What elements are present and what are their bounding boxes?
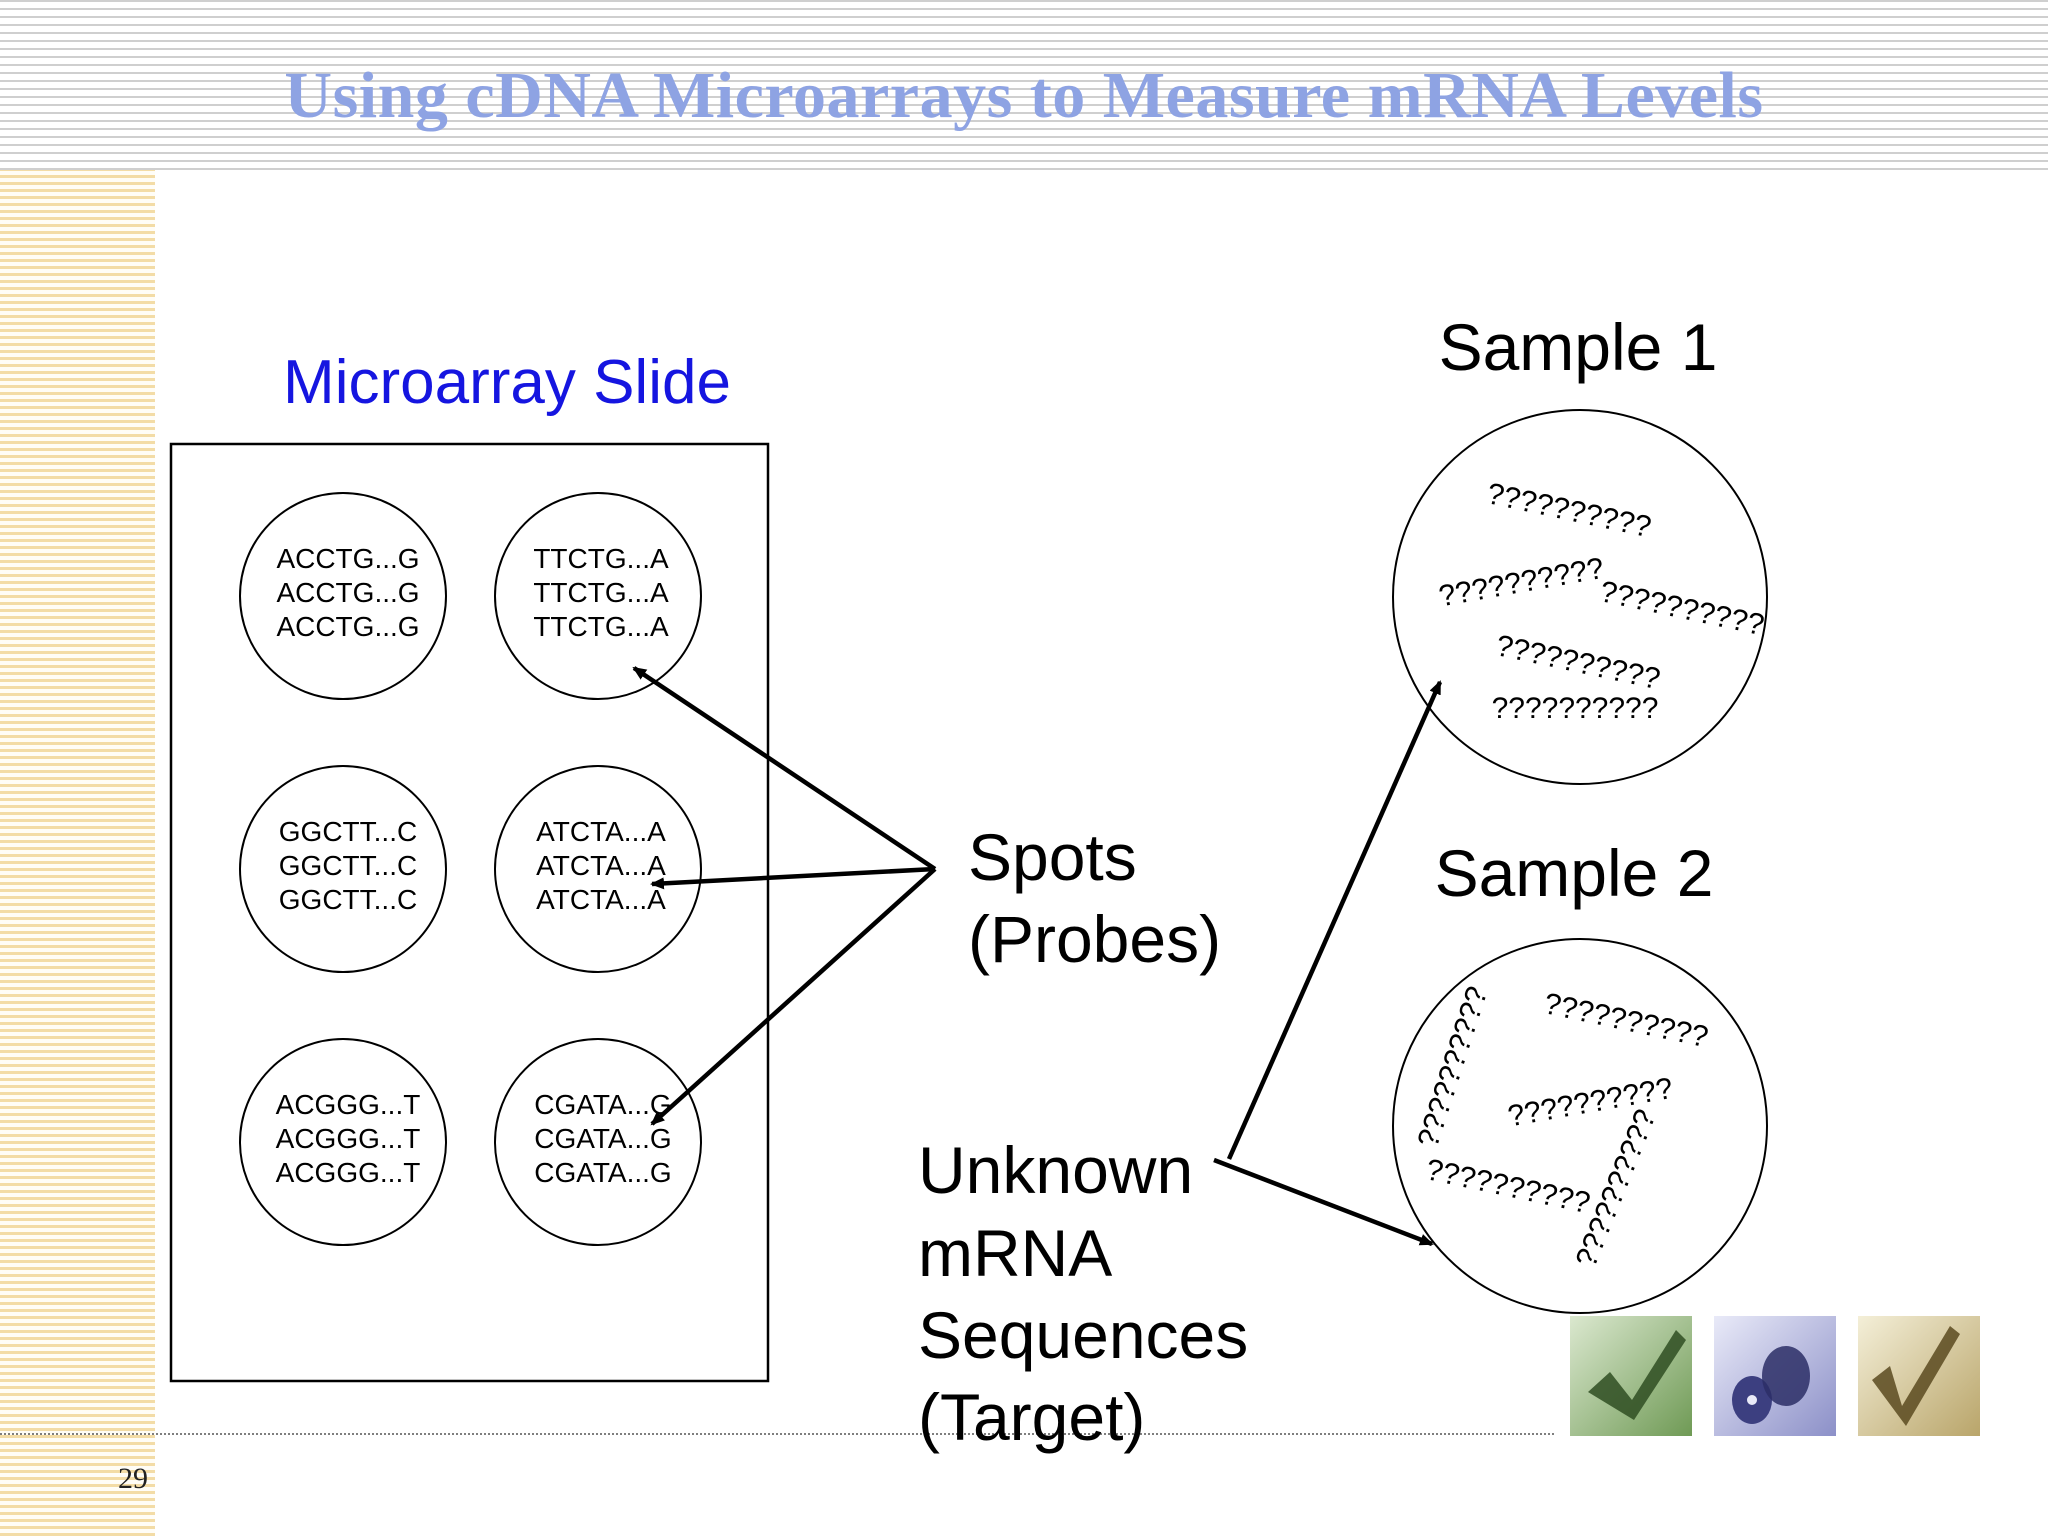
spot-5: CGATA...G CGATA...G CGATA...G xyxy=(494,1038,702,1246)
spot-sequence: ATCTA...A xyxy=(536,884,666,915)
sample-2-label: Sample 2 xyxy=(1435,836,1714,910)
left-stripe-band xyxy=(0,170,155,1536)
spot-sequence: ACGGG...T xyxy=(276,1089,421,1120)
target-arrow xyxy=(1213,1157,1434,1247)
spot-circle xyxy=(494,765,702,973)
spot-circle xyxy=(239,1038,447,1246)
spot-0: ACCTG...G ACCTG...G ACCTG...G xyxy=(239,492,447,700)
microarray-slide-label: Microarray Slide xyxy=(283,348,731,417)
sample-1-label: Sample 1 xyxy=(1439,310,1718,384)
unknown-sequence: ?????????? xyxy=(1492,692,1659,725)
spot-sequence: ACCTG...G xyxy=(276,543,419,574)
target-label-line-2: mRNA xyxy=(918,1216,1112,1290)
spot-circle xyxy=(494,492,702,700)
probe-arrow xyxy=(650,866,936,890)
microarray-slide-frame xyxy=(169,442,770,1383)
blue-disc-photo-icon xyxy=(1714,1316,1836,1436)
spot-2: GGCTT...C GGCTT...C GGCTT...C xyxy=(239,765,447,973)
spot-circle xyxy=(239,492,447,700)
sample-2-circle xyxy=(1392,938,1768,1314)
green-checkmark-photo-icon xyxy=(1570,1316,1692,1436)
spot-sequence: ACGGG...T xyxy=(276,1123,421,1154)
spot-sequence: GGCTT...C xyxy=(279,816,417,847)
page-number: 29 xyxy=(118,1462,148,1495)
spot-circle xyxy=(494,1038,702,1246)
spot-sequence: ACCTG...G xyxy=(276,577,419,608)
spot-sequence: CGATA...G xyxy=(534,1089,671,1120)
probe-arrow xyxy=(632,666,937,871)
spot-3: ATCTA...A ATCTA...A ATCTA...A xyxy=(494,765,702,973)
spot-sequence: ACCTG...G xyxy=(276,611,419,642)
spot-sequence: TTCTG...A xyxy=(533,543,669,574)
probe-arrow xyxy=(650,867,937,1126)
spot-sequence: ATCTA...A xyxy=(536,816,666,847)
spot-sequence: GGCTT...C xyxy=(279,884,417,915)
spot-sequence: ATCTA...A xyxy=(536,850,666,881)
spot-sequence: TTCTG...A xyxy=(533,611,669,642)
spot-sequence: CGATA...G xyxy=(534,1123,671,1154)
gold-checkmark-photo-icon xyxy=(1858,1316,1980,1436)
spot-sequence: ACGGG...T xyxy=(276,1157,421,1188)
spot-sequence: TTCTG...A xyxy=(533,577,669,608)
probes-label-line-2: (Probes) xyxy=(968,902,1221,976)
spot-sequence: CGATA...G xyxy=(534,1157,671,1188)
content-panel xyxy=(155,170,2048,1536)
spot-1: TTCTG...A TTCTG...A TTCTG...A xyxy=(494,492,702,700)
spot-4: ACGGG...T ACGGG...T ACGGG...T xyxy=(239,1038,447,1246)
target-label-line-4: (Target) xyxy=(918,1380,1145,1454)
target-arrows xyxy=(1213,680,1443,1247)
target-arrow xyxy=(1226,680,1443,1160)
probes-label-line-1: Spots xyxy=(968,820,1137,894)
target-label-line-1: Unknown xyxy=(918,1133,1193,1207)
top-stripe-band xyxy=(0,0,2048,170)
probe-arrows xyxy=(632,666,937,1126)
sample-1-circle xyxy=(1392,409,1768,785)
target-label-line-3: Sequences xyxy=(918,1298,1248,1372)
spot-circle xyxy=(239,765,447,973)
slide-title: Using cDNA Microarrays to Measure mRNA L… xyxy=(284,59,1764,132)
spot-sequence: GGCTT...C xyxy=(279,850,417,881)
